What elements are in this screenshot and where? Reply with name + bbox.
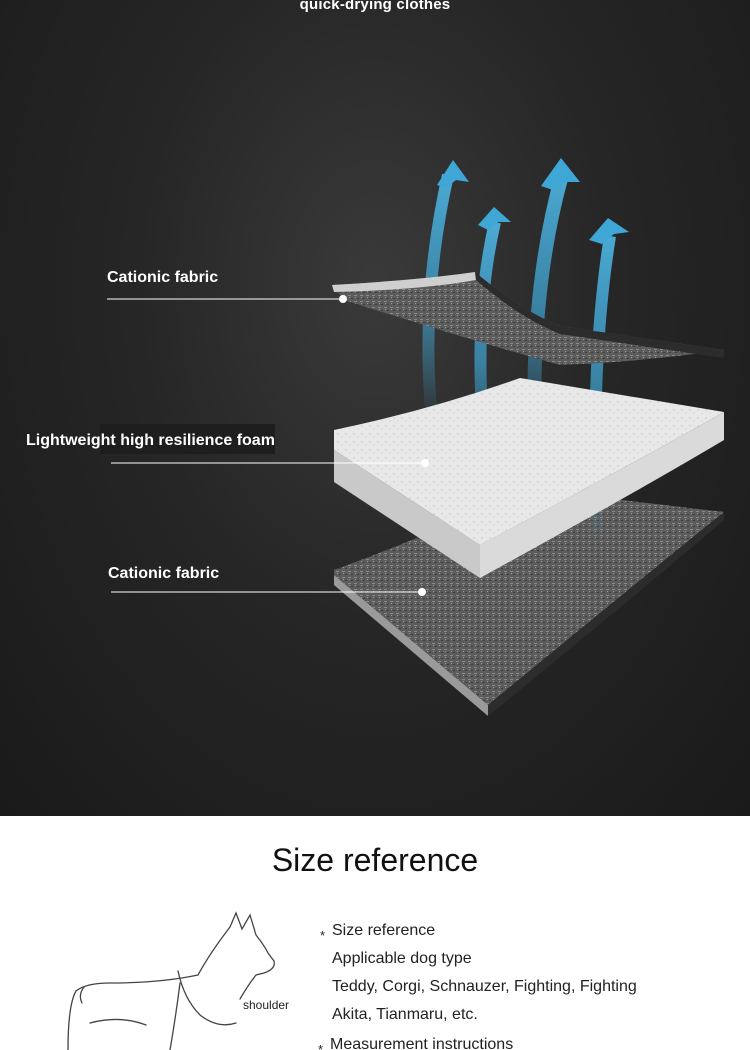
bottom-layer-label: Cationic fabric xyxy=(108,565,220,582)
leader-dots xyxy=(339,295,429,596)
top-layer-label: Cationic fabric xyxy=(107,269,219,286)
top-fabric-layer xyxy=(332,272,724,365)
shoulder-label: shoulder xyxy=(243,998,290,1012)
info-line-measurement: Measurement instructions xyxy=(330,1036,514,1050)
info-line-dog-types-cont: Akita, Tianmaru, etc. xyxy=(332,1006,478,1023)
foam-layer xyxy=(334,378,724,578)
size-reference-title: Size reference xyxy=(271,842,479,878)
star-bullet: * xyxy=(320,928,326,943)
middle-layer-label: Lightweight high resilience foam xyxy=(26,432,275,449)
dog-outline-illustration xyxy=(67,911,275,1050)
info-line-dog-types: Teddy, Corgi, Schnauzer, Fighting, Fight… xyxy=(332,978,637,995)
label-background xyxy=(100,424,275,454)
star-bullet-2: * xyxy=(318,1042,324,1050)
info-line-dog-type-heading: Applicable dog type xyxy=(332,950,472,967)
layers-illustration xyxy=(107,158,724,716)
material-layers-panel: quick-drying clothes xyxy=(0,0,750,816)
info-line-size-reference: Size reference xyxy=(332,922,436,939)
top-caption: quick-drying clothes xyxy=(299,0,451,13)
leader-lines xyxy=(107,298,425,593)
arrow-heads xyxy=(437,158,629,244)
